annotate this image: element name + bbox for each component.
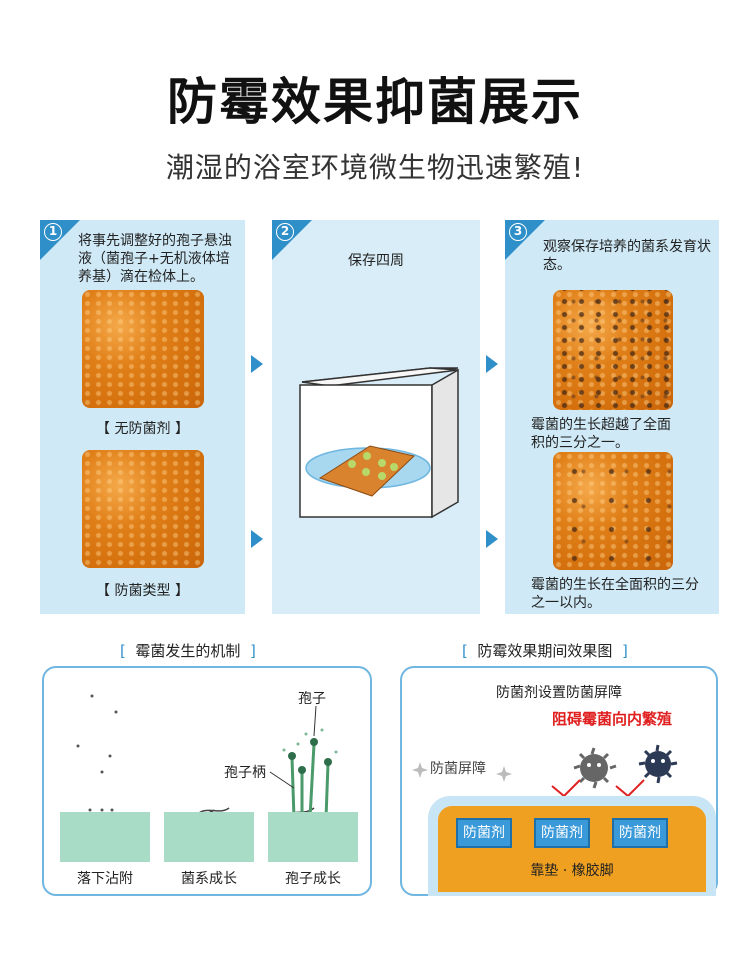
- mold-growth-illustration: [76, 694, 338, 827]
- sample-no-agent: [82, 290, 204, 408]
- step-panel-3: 3 观察保存培养的菌系发育状态。 霉菌的生长超越了全面积的三分之一。 霉菌的生长…: [505, 220, 719, 614]
- step-number-2: 2: [276, 223, 294, 241]
- step-text-1: 将事先调整好的孢子悬浊液（菌孢子+无机液体培养基）滴在检体上。: [78, 233, 232, 285]
- step-panel-2: 2 保存四周: [272, 220, 480, 614]
- section-title-mechanism: [ 霉菌发生的机制 ]: [120, 642, 256, 660]
- ground-stage-2: [164, 812, 254, 862]
- stage-label-3: 孢子成长: [285, 871, 341, 887]
- ground-stage-3: [268, 812, 358, 862]
- step-text-2: 保存四周: [348, 253, 404, 269]
- arrow-right-icon: [251, 530, 263, 548]
- effect-box: 防菌剂设置防菌屏障 阻碍霉菌向内繁殖 防菌屏障 防菌剂 防菌剂 防菌剂 靠垫 ·…: [400, 666, 718, 896]
- base-label: 靠垫 · 橡胶脚: [530, 863, 614, 879]
- barrier-label: 防菌屏障: [430, 761, 486, 777]
- agent-block-2: 防菌剂: [534, 818, 590, 848]
- ground-stage-1: [60, 812, 150, 862]
- result-text-2: 霉菌的生长在全面积的三分之一以内。: [531, 577, 699, 611]
- effect-title: 防霉效果期间效果图: [477, 642, 613, 660]
- stage-label-2: 菌系成长: [181, 871, 237, 887]
- step-number-3: 3: [509, 223, 527, 241]
- step-number-1: 1: [44, 223, 62, 241]
- page-subtitle: 潮湿的浴室环境微生物迅速繁殖!: [165, 151, 585, 184]
- arrow-right-icon: [486, 530, 498, 548]
- step-text-3: 观察保存培养的菌系发育状态。: [543, 239, 711, 273]
- step-panel-1: 1 将事先调整好的孢子悬浊液（菌孢子+无机液体培养基）滴在检体上。 【 无防菌剂…: [40, 220, 245, 614]
- page-title: 防霉效果抑菌展示: [167, 73, 583, 131]
- sample-with-agent: [82, 450, 204, 568]
- storage-box-illustration: [299, 367, 459, 519]
- effect-subtitle: 防菌剂设置防菌屏障: [496, 685, 622, 701]
- sample-mold-light: [553, 452, 673, 570]
- mechanism-title: 霉菌发生的机制: [135, 642, 241, 660]
- effect-warning: 阻碍霉菌向内繁殖: [552, 710, 673, 728]
- agent-block-3: 防菌剂: [612, 818, 668, 848]
- arrow-right-icon: [251, 355, 263, 373]
- arrow-right-icon: [486, 355, 498, 373]
- result-text-1: 霉菌的生长超越了全面积的三分之一。: [531, 417, 671, 451]
- sample-mold-heavy: [553, 290, 673, 410]
- label-with-agent: 【 防菌类型 】: [96, 583, 189, 599]
- spore-label: 孢子: [298, 691, 326, 707]
- mechanism-box: 孢子 孢子柄 落下沾附 菌系成长 孢子成长: [42, 666, 372, 896]
- section-title-effect: [ 防霉效果期间效果图 ]: [462, 642, 628, 660]
- agent-block-1: 防菌剂: [456, 818, 512, 848]
- label-no-agent: 【 无防菌剂 】: [96, 421, 189, 437]
- stage-label-1: 落下沾附: [77, 871, 133, 887]
- stalk-label: 孢子柄: [224, 765, 266, 781]
